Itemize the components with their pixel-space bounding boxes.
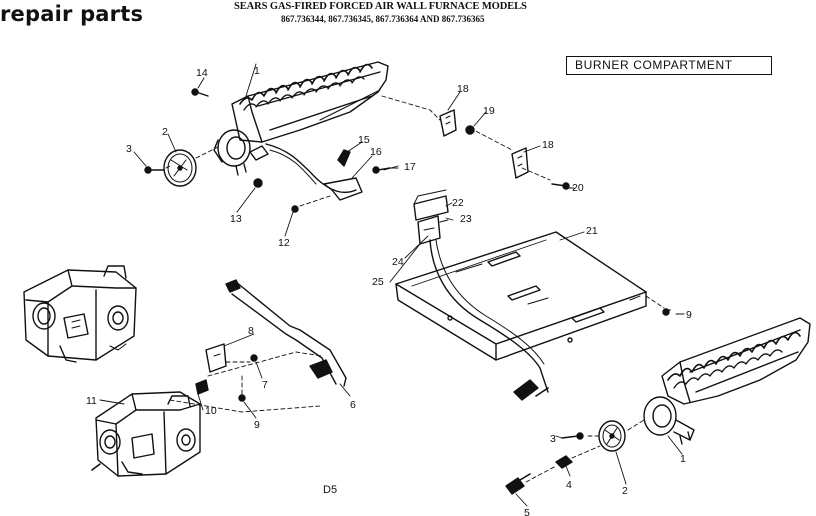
callout-9-panel: 9: [686, 309, 692, 321]
callout-2-lower: 2: [622, 485, 628, 497]
callout-18-lower: 18: [542, 139, 554, 151]
pilot-assembly: [265, 143, 399, 201]
upper-air-shutter: [163, 149, 197, 187]
pilot-burner: [413, 189, 449, 245]
callout-18-upper: 18: [457, 83, 469, 95]
callout-25: 25: [372, 276, 384, 288]
callout-2-upper: 2: [162, 126, 168, 138]
callout-22: 22: [452, 197, 464, 209]
callout-leader-lines: [99, 63, 685, 507]
callout-14: 14: [196, 67, 208, 79]
lower-air-shutter: [598, 420, 626, 452]
callout-20: 20: [572, 182, 584, 194]
mounting-brackets: [439, 109, 570, 190]
valve-bracket: [195, 343, 258, 402]
lower-leaders: [525, 295, 665, 483]
upper-burner: [213, 61, 389, 176]
callout-1-lower: 1: [680, 453, 686, 465]
page-code: D5: [323, 484, 338, 496]
callout-9-valve: 9: [254, 419, 260, 431]
gas-valve-lower: [91, 391, 201, 477]
callout-13: 13: [230, 213, 242, 225]
callout-15: 15: [358, 134, 370, 146]
lower-burner: [643, 317, 811, 445]
callout-1-upper: 1: [254, 65, 260, 77]
callout-4: 4: [566, 479, 572, 491]
valve-leaders: [169, 351, 323, 413]
callout-11: 11: [86, 395, 97, 407]
callout-23: 23: [460, 213, 472, 225]
section-title: repair parts: [0, 2, 144, 26]
compartment-label: BURNER COMPARTMENT: [575, 58, 733, 72]
lower-fittings: [505, 308, 671, 495]
callout-21: 21: [586, 225, 598, 237]
callout-6: 6: [350, 399, 356, 411]
pilot-tubing: [429, 239, 549, 401]
callout-3-upper: 3: [126, 143, 132, 155]
callout-numbers: 1 14 2 3 15 16 17 13 12 18 19 18 20 21 2…: [86, 65, 692, 516]
callout-24: 24: [392, 256, 404, 268]
upper-screws: [144, 88, 299, 213]
compartment-panel: [395, 231, 647, 361]
callout-10: 10: [205, 405, 217, 417]
callout-7: 7: [262, 379, 268, 391]
diagram-title-line2: 867.736344, 867.736345, 867.736364 AND 8…: [281, 14, 485, 24]
compartment-label-box: [566, 56, 772, 75]
callout-19: 19: [483, 105, 495, 117]
upper-leaders: [165, 95, 551, 207]
callout-5: 5: [524, 507, 530, 516]
gas-valve-upper: [23, 265, 137, 363]
diagram-title-line1: SEARS GAS-FIRED FORCED AIR WALL FURNACE …: [234, 1, 527, 12]
manifold-tube: [225, 279, 347, 387]
callout-12: 12: [278, 237, 290, 249]
callout-8: 8: [248, 325, 254, 337]
callout-16: 16: [370, 146, 382, 158]
callout-3-lower: 3: [550, 433, 556, 445]
callout-17: 17: [404, 161, 416, 173]
